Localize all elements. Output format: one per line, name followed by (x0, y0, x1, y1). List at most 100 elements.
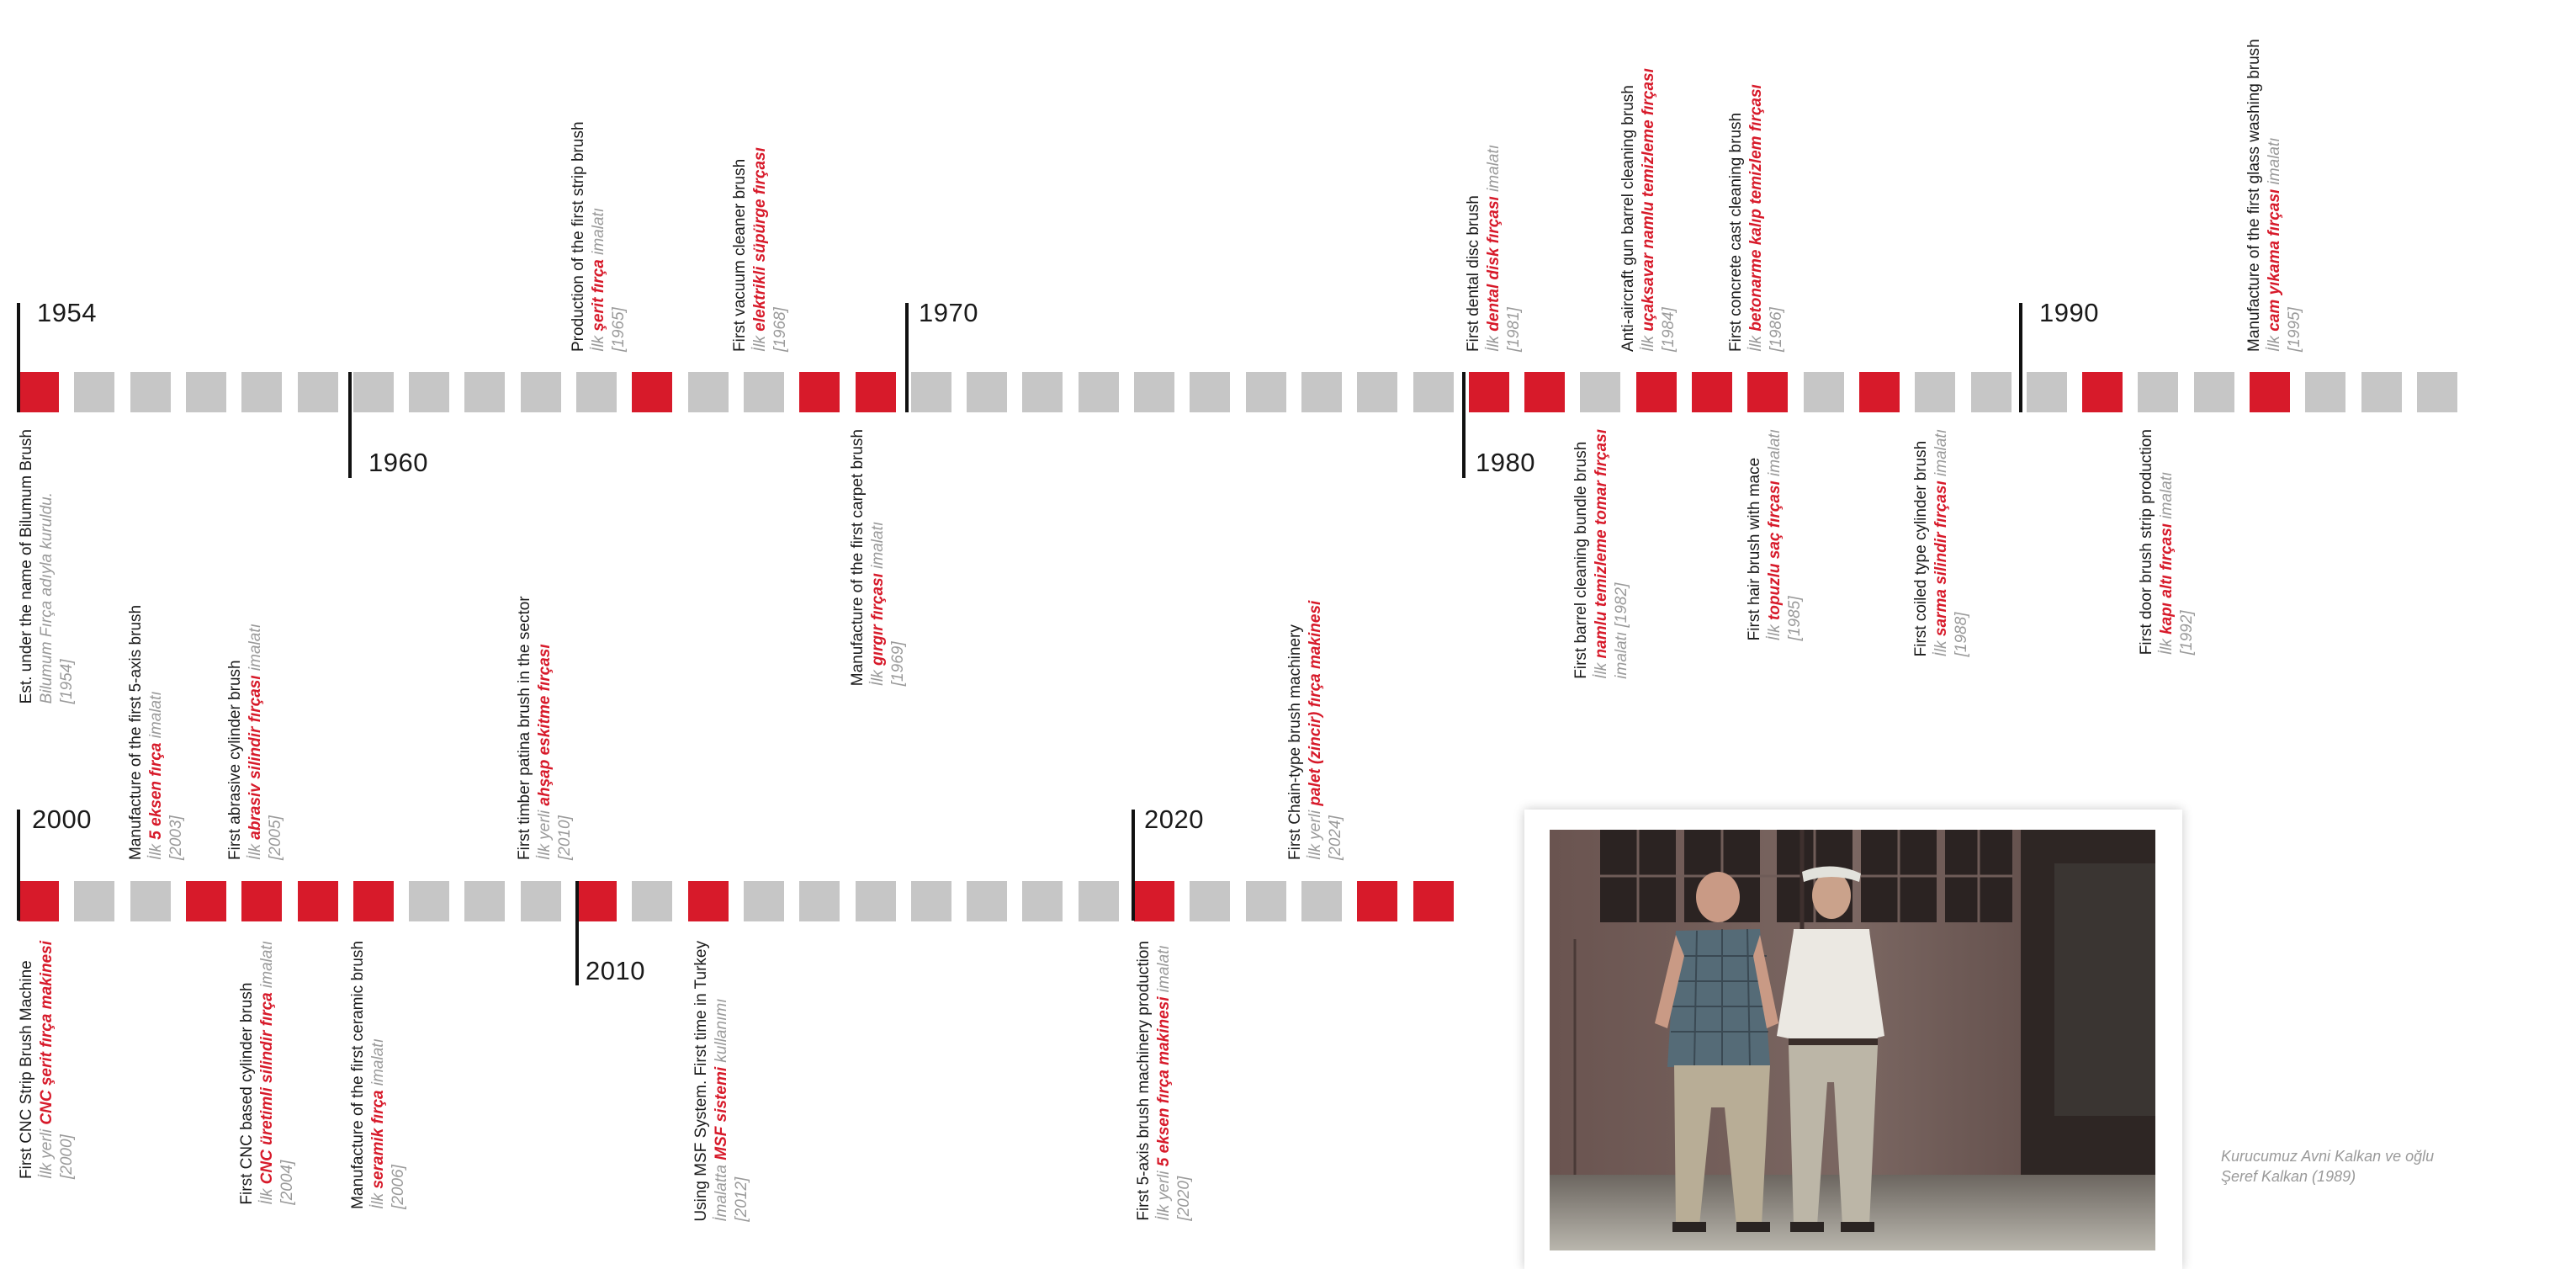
decade-marker-line (348, 372, 352, 478)
event-year: [2024] (1327, 815, 1344, 860)
timeline-block (632, 372, 672, 412)
timeline-block (1246, 881, 1286, 921)
decade-marker-line (17, 810, 20, 921)
event-year: [1988] (1953, 612, 1970, 657)
timeline-block (1079, 372, 1119, 412)
event-year: [1981] (1505, 307, 1523, 352)
event-highlight: topuzlu saç fırçası (1766, 481, 1784, 621)
timeline-block (688, 372, 729, 412)
timeline-block (521, 372, 561, 412)
event-highlight: betonarme kalıp temizlem fırçası (1747, 84, 1765, 332)
event-title-tr: İmalatta MSF sistemi kullanımı (713, 998, 730, 1222)
decade-label: 1954 (37, 298, 97, 327)
founders-photo (1550, 830, 2155, 1250)
timeline-block (1246, 372, 1286, 412)
event-title-en: First concrete cast cleaning brush (1727, 112, 1745, 352)
event-highlight: CNC üretimli silindir fırça (258, 992, 276, 1185)
timeline-block (1524, 372, 1565, 412)
event-title-en: First barrel cleaning bundle brush (1572, 441, 1590, 679)
decade-label: 1960 (368, 448, 428, 477)
event-title-tr: İlk elektrikli süpürge fırçası (751, 147, 769, 352)
timeline-block (2027, 372, 2067, 412)
timeline-block (576, 372, 617, 412)
timeline-block (298, 372, 338, 412)
event-highlight: cam yıkama fırçası (2266, 188, 2283, 332)
timeline-block (464, 372, 505, 412)
timeline-block (2305, 372, 2345, 412)
timeline-block (967, 372, 1007, 412)
event-year: [1954] (58, 659, 76, 704)
event-highlight: namlu temizleme tomar fırçası (1593, 429, 1610, 659)
event-title-en: Using MSF System. First time in Turkey (692, 941, 710, 1222)
timeline-block (1134, 372, 1174, 412)
timeline-block (1580, 372, 1620, 412)
timeline-block (1915, 372, 1955, 412)
decade-label: 1970 (919, 298, 978, 327)
event-title-en: First abrasive cylinder brush (226, 660, 244, 860)
event-highlight: 5 eksen fırça makinesi (1155, 996, 1173, 1167)
timeline-block (1357, 881, 1397, 921)
event-year: [2000] (58, 1134, 76, 1179)
event-year: [2012] (733, 1176, 750, 1222)
event-title-en: Manufacture of the first glass washing b… (2245, 39, 2263, 352)
timeline-block (186, 881, 226, 921)
photo-caption: Kurucumuz Avni Kalkan ve oğlu Şeref Kalk… (2221, 1148, 2435, 1185)
timeline-block (1692, 372, 1732, 412)
timeline-block (409, 372, 449, 412)
timeline-block (1636, 372, 1677, 412)
event-title-tr: İlk yerli 5 eksen fırça makinesi imalatı (1155, 945, 1173, 1221)
event-title-tr: İlk topuzlu saç fırçası imalatı (1766, 429, 1784, 641)
event-highlight: seramik fırça (369, 1090, 387, 1189)
event-highlight: elektrikli süpürge fırçası (751, 147, 769, 332)
timeline-block (2361, 372, 2402, 412)
decade-marker-line (905, 303, 909, 412)
event-highlight: abrasiv silindir fırçası (246, 675, 264, 840)
timeline-block (1357, 372, 1397, 412)
timeline-block (74, 881, 114, 921)
timeline-block (186, 372, 226, 412)
timeline-block (241, 372, 282, 412)
timeline-block (353, 372, 394, 412)
timeline-block (1301, 881, 1342, 921)
decade-marker-line (1132, 810, 1135, 921)
event-highlight: sarma silindir fırçası (1932, 481, 1950, 637)
event-title-en: First CNC Strip Brush Machine (18, 960, 35, 1179)
event-title-en: First door brush strip production (2138, 429, 2155, 656)
timeline-block (1190, 372, 1230, 412)
event-year: [1995] (2286, 307, 2303, 352)
timeline-block (130, 881, 171, 921)
decade-label: 2020 (1144, 804, 1204, 834)
timeline-block (1413, 372, 1454, 412)
timeline-block (632, 881, 672, 921)
event-title-tr: İlk şerit fırça imalatı [1965] (589, 121, 629, 352)
event-title-tr: İlk abrasiv silindir fırçası imalatı (246, 624, 264, 860)
event-year: imalatı [1982] (1613, 582, 1630, 679)
event-title-tr: İlk sarma silindir fırçası imalatı (1932, 429, 1950, 657)
timeline-block (19, 372, 59, 412)
decade-label: 2000 (32, 804, 92, 834)
timeline-block (1190, 881, 1230, 921)
timeline-block (74, 372, 114, 412)
timeline-block (1971, 372, 2012, 412)
event-year: [1969] (889, 641, 907, 687)
timeline-block (856, 881, 896, 921)
event-year: [2003] (167, 815, 185, 860)
event-year: [1968] (771, 307, 789, 352)
timeline-block (1413, 881, 1454, 921)
founders-photo-illustration (1550, 830, 2155, 1250)
event-title-en: First vacuum cleaner brush (731, 158, 749, 352)
event-year: [1984] (1660, 307, 1678, 352)
timeline-block (576, 881, 617, 921)
timeline-block (521, 881, 561, 921)
event-year: [1965] (610, 307, 628, 352)
event-highlight: gırgır fırçası (869, 573, 887, 666)
timeline-block (911, 372, 951, 412)
event-highlight: 5 eksen fırça (147, 742, 165, 840)
event-title-tr: Bilumum Fırça adıyla kuruldu. (38, 492, 56, 704)
event-highlight: uçaksavar namlu temizleme fırçası (1640, 68, 1657, 332)
event-title-tr: İlk CNC üretimli silindir fırça imalatı (258, 941, 276, 1205)
event-year: [2010] (556, 815, 574, 860)
event-title-en: Manufacture of the first 5-axis brush (127, 604, 145, 860)
timeline-block (967, 881, 1007, 921)
event-title-tr: İlk uçaksavar namlu temizleme fırçası (1640, 68, 1657, 352)
